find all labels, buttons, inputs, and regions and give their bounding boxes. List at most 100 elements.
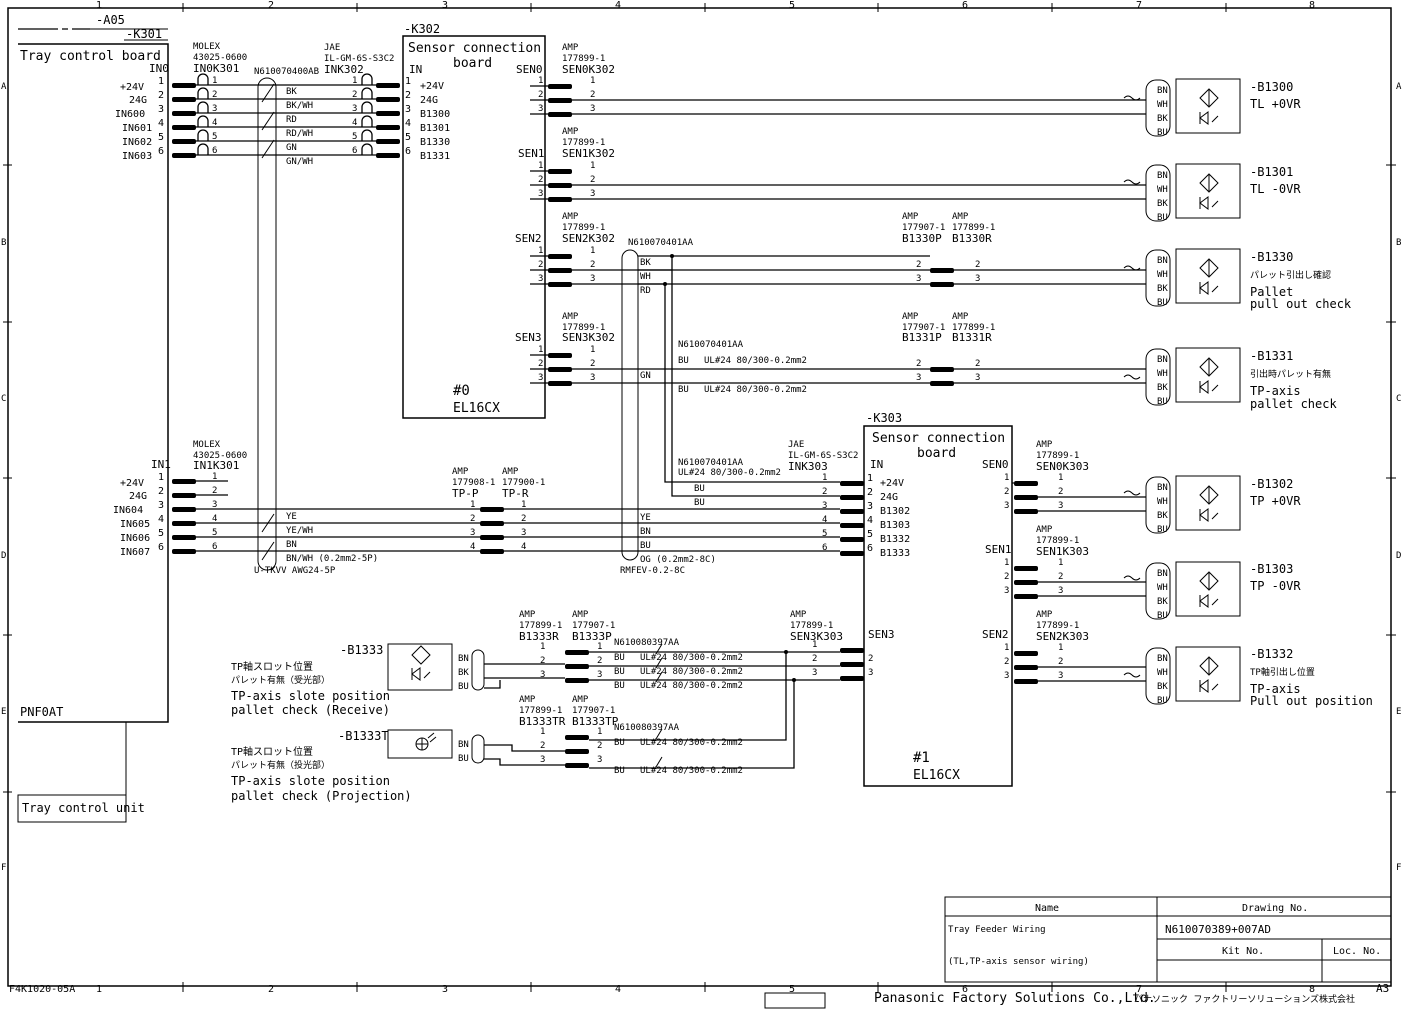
svg-text:3: 3 xyxy=(470,528,475,538)
b1331p-maker: AMP xyxy=(902,312,919,322)
svg-text:BU: BU xyxy=(1157,128,1168,138)
b1330p-part: 177907-1 xyxy=(902,223,945,233)
svg-text:5: 5 xyxy=(822,529,827,539)
k302-sen2-port: SEN2 xyxy=(515,232,542,245)
title-block: Name Drawing No. Tray Feeder Wiring (TL,… xyxy=(944,896,1392,995)
sensor-b1330-jp: パレット引出し確認 xyxy=(1250,269,1331,281)
svg-text:3: 3 xyxy=(212,104,217,114)
svg-text:1: 1 xyxy=(538,76,543,86)
k301-in1-sig-2: 24G xyxy=(129,491,147,502)
b1333r-maker: AMP xyxy=(519,610,536,620)
k302-title-1: Sensor connection xyxy=(408,41,541,56)
k303-sen0-part: 177899-1 xyxy=(1036,451,1079,461)
sensor-b1331-desc-1: TP-axis xyxy=(1250,384,1301,398)
k303-title-1: Sensor connection xyxy=(872,431,1005,446)
svg-text:BU: BU xyxy=(458,682,469,692)
mid-cable-bu-1: BU xyxy=(678,356,689,366)
k301-in0-sig-6: IN603 xyxy=(122,151,152,162)
svg-text:3: 3 xyxy=(1058,671,1063,681)
k303-in-sig-1: +24V xyxy=(880,478,904,489)
k301-in1-pin-6: 6 xyxy=(158,542,164,553)
row-label-right-f: F xyxy=(1396,863,1401,873)
svg-text:1: 1 xyxy=(538,345,543,355)
mid-cable-bu-4: BU xyxy=(694,498,705,508)
svg-text:4: 4 xyxy=(212,118,217,128)
svg-text:1: 1 xyxy=(521,500,526,510)
k302-sen2-connector: SEN2K302 xyxy=(562,232,615,245)
k301-title: Tray control board xyxy=(20,49,161,64)
svg-text:2: 2 xyxy=(521,514,526,524)
sensor-b1301-desc: TL -0VR xyxy=(1250,182,1301,196)
sensor-b1333-jp-1: TP軸スロット位置 xyxy=(231,660,313,673)
k302-sen3-part: 177899-1 xyxy=(562,323,605,333)
col-label-6: 6 xyxy=(962,0,968,11)
svg-text:WH: WH xyxy=(1157,185,1168,195)
b1333tp-maker: AMP xyxy=(572,695,589,705)
k303-sen1-connector: SEN1K303 xyxy=(1036,545,1089,558)
svg-text:3: 3 xyxy=(597,755,602,765)
svg-text:1: 1 xyxy=(1004,473,1009,483)
svg-text:1: 1 xyxy=(590,345,595,355)
svg-text:2: 2 xyxy=(212,90,217,100)
svg-text:BU: BU xyxy=(1157,611,1168,621)
b1333tp-connector: B1333TP xyxy=(572,715,619,728)
svg-text:3: 3 xyxy=(538,274,543,284)
title-name-header: Name xyxy=(1035,903,1059,914)
row-label-c: C xyxy=(1,394,6,404)
k302-sen2-part: 177899-1 xyxy=(562,223,605,233)
k302-in-connector: INK302 xyxy=(324,63,364,76)
title-loc-header: Loc. No. xyxy=(1333,946,1381,957)
sensor-b1330-desc-1: Pallet xyxy=(1250,285,1293,299)
svg-text:4: 4 xyxy=(822,515,827,525)
svg-text:4: 4 xyxy=(405,118,411,129)
svg-text:6: 6 xyxy=(822,543,827,553)
k303-sen3-connector: SEN3K303 xyxy=(790,630,843,643)
b1333tr-connector: B1333TR xyxy=(519,715,566,728)
k303-id: -K303 xyxy=(866,411,902,425)
mid-cable-color-bk: BK xyxy=(640,258,651,268)
cable-top-color-2: BK/WH xyxy=(286,101,313,111)
mid-cable-bu-spec-1: UL#24 80/300-0.2mm2 xyxy=(704,356,807,366)
row-label-right-b: B xyxy=(1396,238,1401,248)
k301-unit-label: Tray control unit xyxy=(22,801,145,815)
b1333tp-part: 177907-1 xyxy=(572,706,615,716)
title-sheet-size: A3 xyxy=(1376,982,1389,995)
col-label-4: 4 xyxy=(615,0,621,11)
k302-title-2: board xyxy=(453,56,492,71)
svg-text:BU: BU xyxy=(614,653,625,663)
svg-text:3: 3 xyxy=(590,189,595,199)
cable-top-color-5: GN xyxy=(286,143,297,153)
sensor-b1300-id: -B1300 xyxy=(1250,80,1293,94)
title-drawing-header: Drawing No. xyxy=(1242,903,1308,914)
cable-top-color-1: BK xyxy=(286,87,297,97)
b1333r-part: 177899-1 xyxy=(519,621,562,631)
sensor-b1333t-jp-2: パレット有無（投光部） xyxy=(231,759,330,771)
svg-text:2: 2 xyxy=(538,175,543,185)
title-name-1: Tray Feeder Wiring xyxy=(948,925,1046,935)
col-label-7: 7 xyxy=(1136,0,1142,11)
row-label-a: A xyxy=(1,82,7,92)
sensor-b1331-desc-2: pallet check xyxy=(1250,397,1337,411)
col-label-8: 8 xyxy=(1309,0,1315,11)
k303-in-port: IN xyxy=(870,458,883,471)
svg-text:WH: WH xyxy=(1157,270,1168,280)
k302-board: -K302 Sensor connection board #0 EL16CX … xyxy=(324,22,615,419)
k303-sen3-port: SEN3 xyxy=(868,628,895,641)
in0-wiring: 12 34 56 12 34 56 N610070400AB BK BK/WH … xyxy=(172,67,400,571)
lower-cable-id-2: N610080397AA xyxy=(614,723,680,733)
svg-text:3: 3 xyxy=(212,500,217,510)
svg-text:3: 3 xyxy=(1004,501,1009,511)
k302-sen1-maker: AMP xyxy=(562,127,579,137)
k301-in1-port: IN1 xyxy=(151,458,171,471)
sensor-b1302-id: -B1302 xyxy=(1250,477,1293,491)
k301-in0-maker: MOLEX xyxy=(193,42,221,52)
svg-text:1: 1 xyxy=(1058,473,1063,483)
svg-text:BU: BU xyxy=(1157,397,1168,407)
sensor-b1331-jp: 引出時パレット有無 xyxy=(1250,368,1331,380)
k303-sen3-part: 177899-1 xyxy=(790,621,833,631)
k303-sen2-connector: SEN2K303 xyxy=(1036,630,1089,643)
k301-in0-connector: IN0K301 xyxy=(193,62,239,75)
svg-text:3: 3 xyxy=(822,501,827,511)
